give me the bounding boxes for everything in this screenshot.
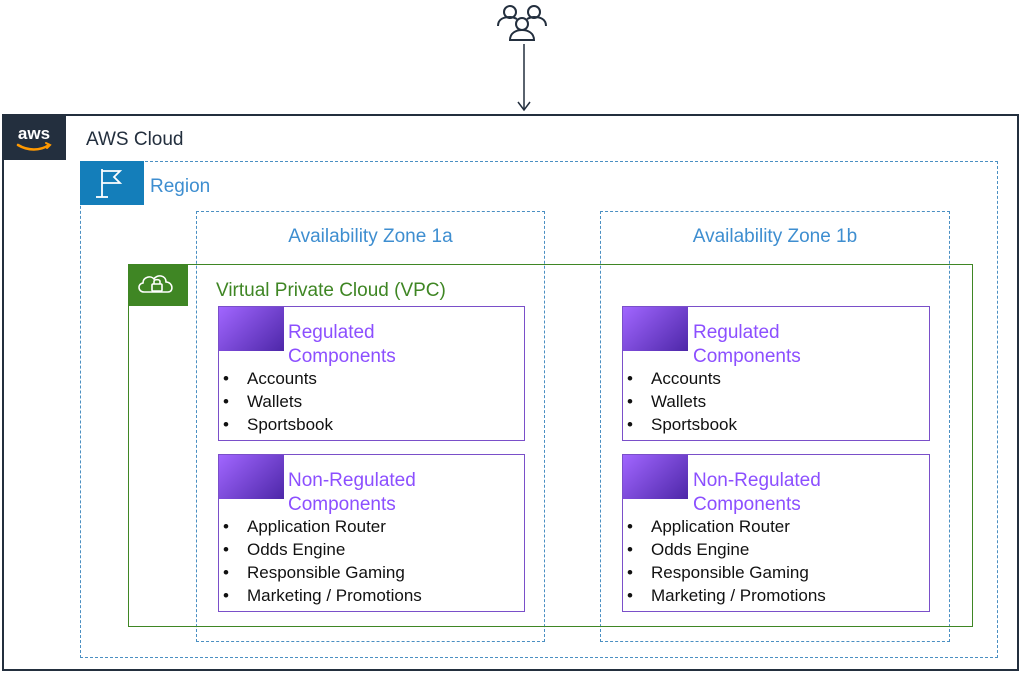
vpc-cloud-lock-icon — [128, 264, 188, 306]
list-item: Responsible Gaming — [219, 561, 422, 584]
component-title: Regulated Components — [693, 321, 801, 369]
non-regulated-components-box-1a: Non-Regulated Components Application Rou… — [218, 454, 525, 612]
component-list: Accounts Wallets Sportsbook — [623, 367, 737, 436]
component-title-line1: Non-Regulated — [693, 470, 821, 491]
component-title: Non-Regulated Components — [693, 469, 821, 517]
aws-logo-icon: aws — [2, 114, 66, 160]
region-flag-icon — [80, 161, 144, 205]
regulated-components-box-1a: Regulated Components Accounts Wallets Sp… — [218, 306, 525, 441]
list-item: Wallets — [623, 390, 737, 413]
component-title: Non-Regulated Components — [288, 469, 416, 517]
availability-zone-1b — [600, 211, 950, 642]
component-title-line1: Non-Regulated — [288, 470, 416, 491]
list-item: Sportsbook — [623, 413, 737, 436]
component-title: Regulated Components — [288, 321, 396, 369]
availability-zone-1a-label: Availability Zone 1a — [288, 226, 453, 247]
list-item: Application Router — [219, 515, 422, 538]
component-list: Application Router Odds Engine Responsib… — [219, 515, 422, 607]
component-list: Accounts Wallets Sportsbook — [219, 367, 333, 436]
component-badge-icon — [623, 307, 688, 351]
component-badge-icon — [623, 455, 688, 499]
availability-zone-1a — [196, 211, 545, 642]
aws-cloud-group — [2, 114, 1019, 671]
component-badge-icon — [219, 455, 284, 499]
list-item: Odds Engine — [219, 538, 422, 561]
list-item: Application Router — [623, 515, 826, 538]
users-icon — [497, 5, 547, 41]
list-item: Odds Engine — [623, 538, 826, 561]
vpc-label: Virtual Private Cloud (VPC) — [216, 280, 446, 301]
list-item: Marketing / Promotions — [623, 584, 826, 607]
component-list: Application Router Odds Engine Responsib… — [623, 515, 826, 607]
connection-arrow — [517, 44, 531, 112]
list-item: Marketing / Promotions — [219, 584, 422, 607]
component-title-line1: Regulated — [693, 322, 780, 343]
list-item: Sportsbook — [219, 413, 333, 436]
list-item: Accounts — [219, 367, 333, 390]
component-title-line2: Components — [288, 346, 396, 367]
list-item: Accounts — [623, 367, 737, 390]
vpc-group — [128, 264, 973, 627]
list-item: Responsible Gaming — [623, 561, 826, 584]
availability-zone-1b-label: Availability Zone 1b — [692, 226, 858, 247]
region-label: Region — [150, 176, 211, 197]
component-title-line2: Components — [693, 494, 801, 515]
aws-cloud-label: AWS Cloud — [86, 129, 184, 150]
component-title-line1: Regulated — [288, 322, 375, 343]
regulated-components-box-1b: Regulated Components Accounts Wallets Sp… — [622, 306, 930, 441]
aws-logo-text: aws — [18, 124, 50, 143]
component-title-line2: Components — [693, 346, 801, 367]
non-regulated-components-box-1b: Non-Regulated Components Application Rou… — [622, 454, 930, 612]
list-item: Wallets — [219, 390, 333, 413]
component-title-line2: Components — [288, 494, 396, 515]
component-badge-icon — [219, 307, 284, 351]
region-group — [80, 161, 998, 658]
